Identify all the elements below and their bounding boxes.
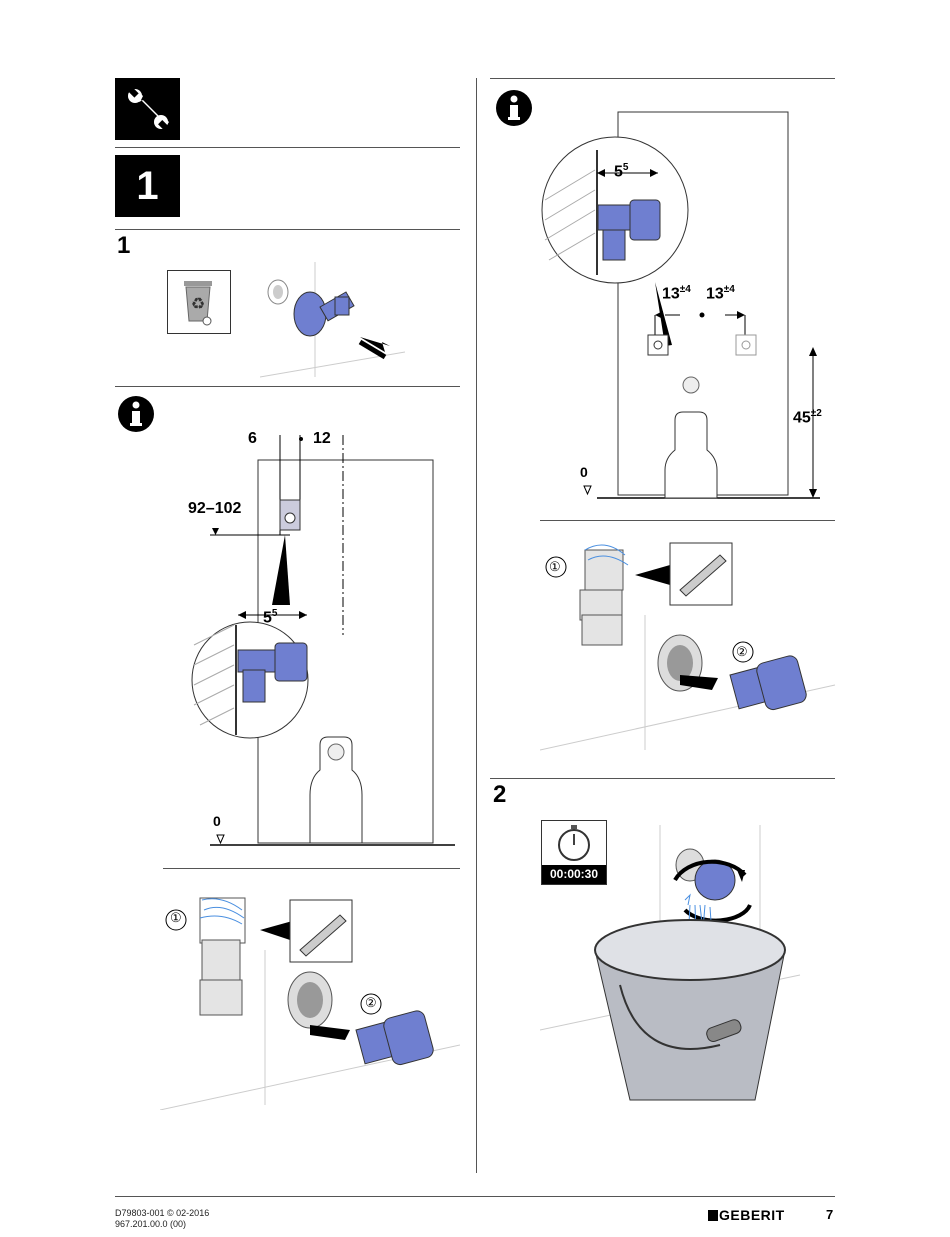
right-installation-dimension-diagram [535,110,835,505]
callout-1: ① [549,559,561,575]
dim-detail-label: 55 [614,162,628,181]
footer-doc-info: D79803-001 © 02-2016 967.201.00.0 (00) [115,1208,209,1230]
dim-right-label: 13±4 [706,284,735,303]
wrench-icon-box [115,78,180,140]
left-sealing-illustration [160,880,460,1110]
dim-height-label: 92–102 [188,500,241,518]
left-installation-dimension-diagram [180,425,465,855]
divider [490,778,835,779]
column-divider [476,78,477,1173]
angle-valve-removal-illustration [260,262,405,382]
dim-right-label: 12 [313,430,331,448]
info-icon [117,395,155,433]
page-number: 7 [826,1207,833,1222]
divider [115,386,460,387]
floor-level-label: 0 [580,464,588,480]
dim-height-label: 45±2 [793,408,822,427]
step-number: 2 [493,781,506,809]
divider [490,78,835,79]
right-sealing-illustration [540,535,840,760]
divider [540,520,835,521]
footer-divider [115,1196,835,1197]
step-number: 1 [117,232,130,260]
dim-left-label: 13±4 [662,284,691,303]
callout-1: ① [170,910,182,926]
divider [115,229,460,230]
flushing-bucket-illustration [540,825,840,1105]
disposal-box: ♻ [167,270,231,334]
floor-level-label: 0 [213,813,221,829]
dim-left-label: 6 [248,430,257,448]
divider [115,147,460,148]
dim-detail-label: 55 [263,608,277,627]
callout-2: ② [365,995,377,1011]
divider [163,868,460,869]
geberit-logo: GEBERIT [708,1207,785,1223]
info-icon [495,89,533,127]
recycle-bin-icon: ♻ [168,271,230,333]
callout-2: ② [736,644,748,660]
doc-id: D79803-001 © 02-2016 [115,1208,209,1219]
wrench-icon [123,84,173,134]
section-number-box: 1 [115,155,180,217]
article-number: 967.201.00.0 (00) [115,1219,209,1230]
svg-text:♻: ♻ [191,296,205,313]
